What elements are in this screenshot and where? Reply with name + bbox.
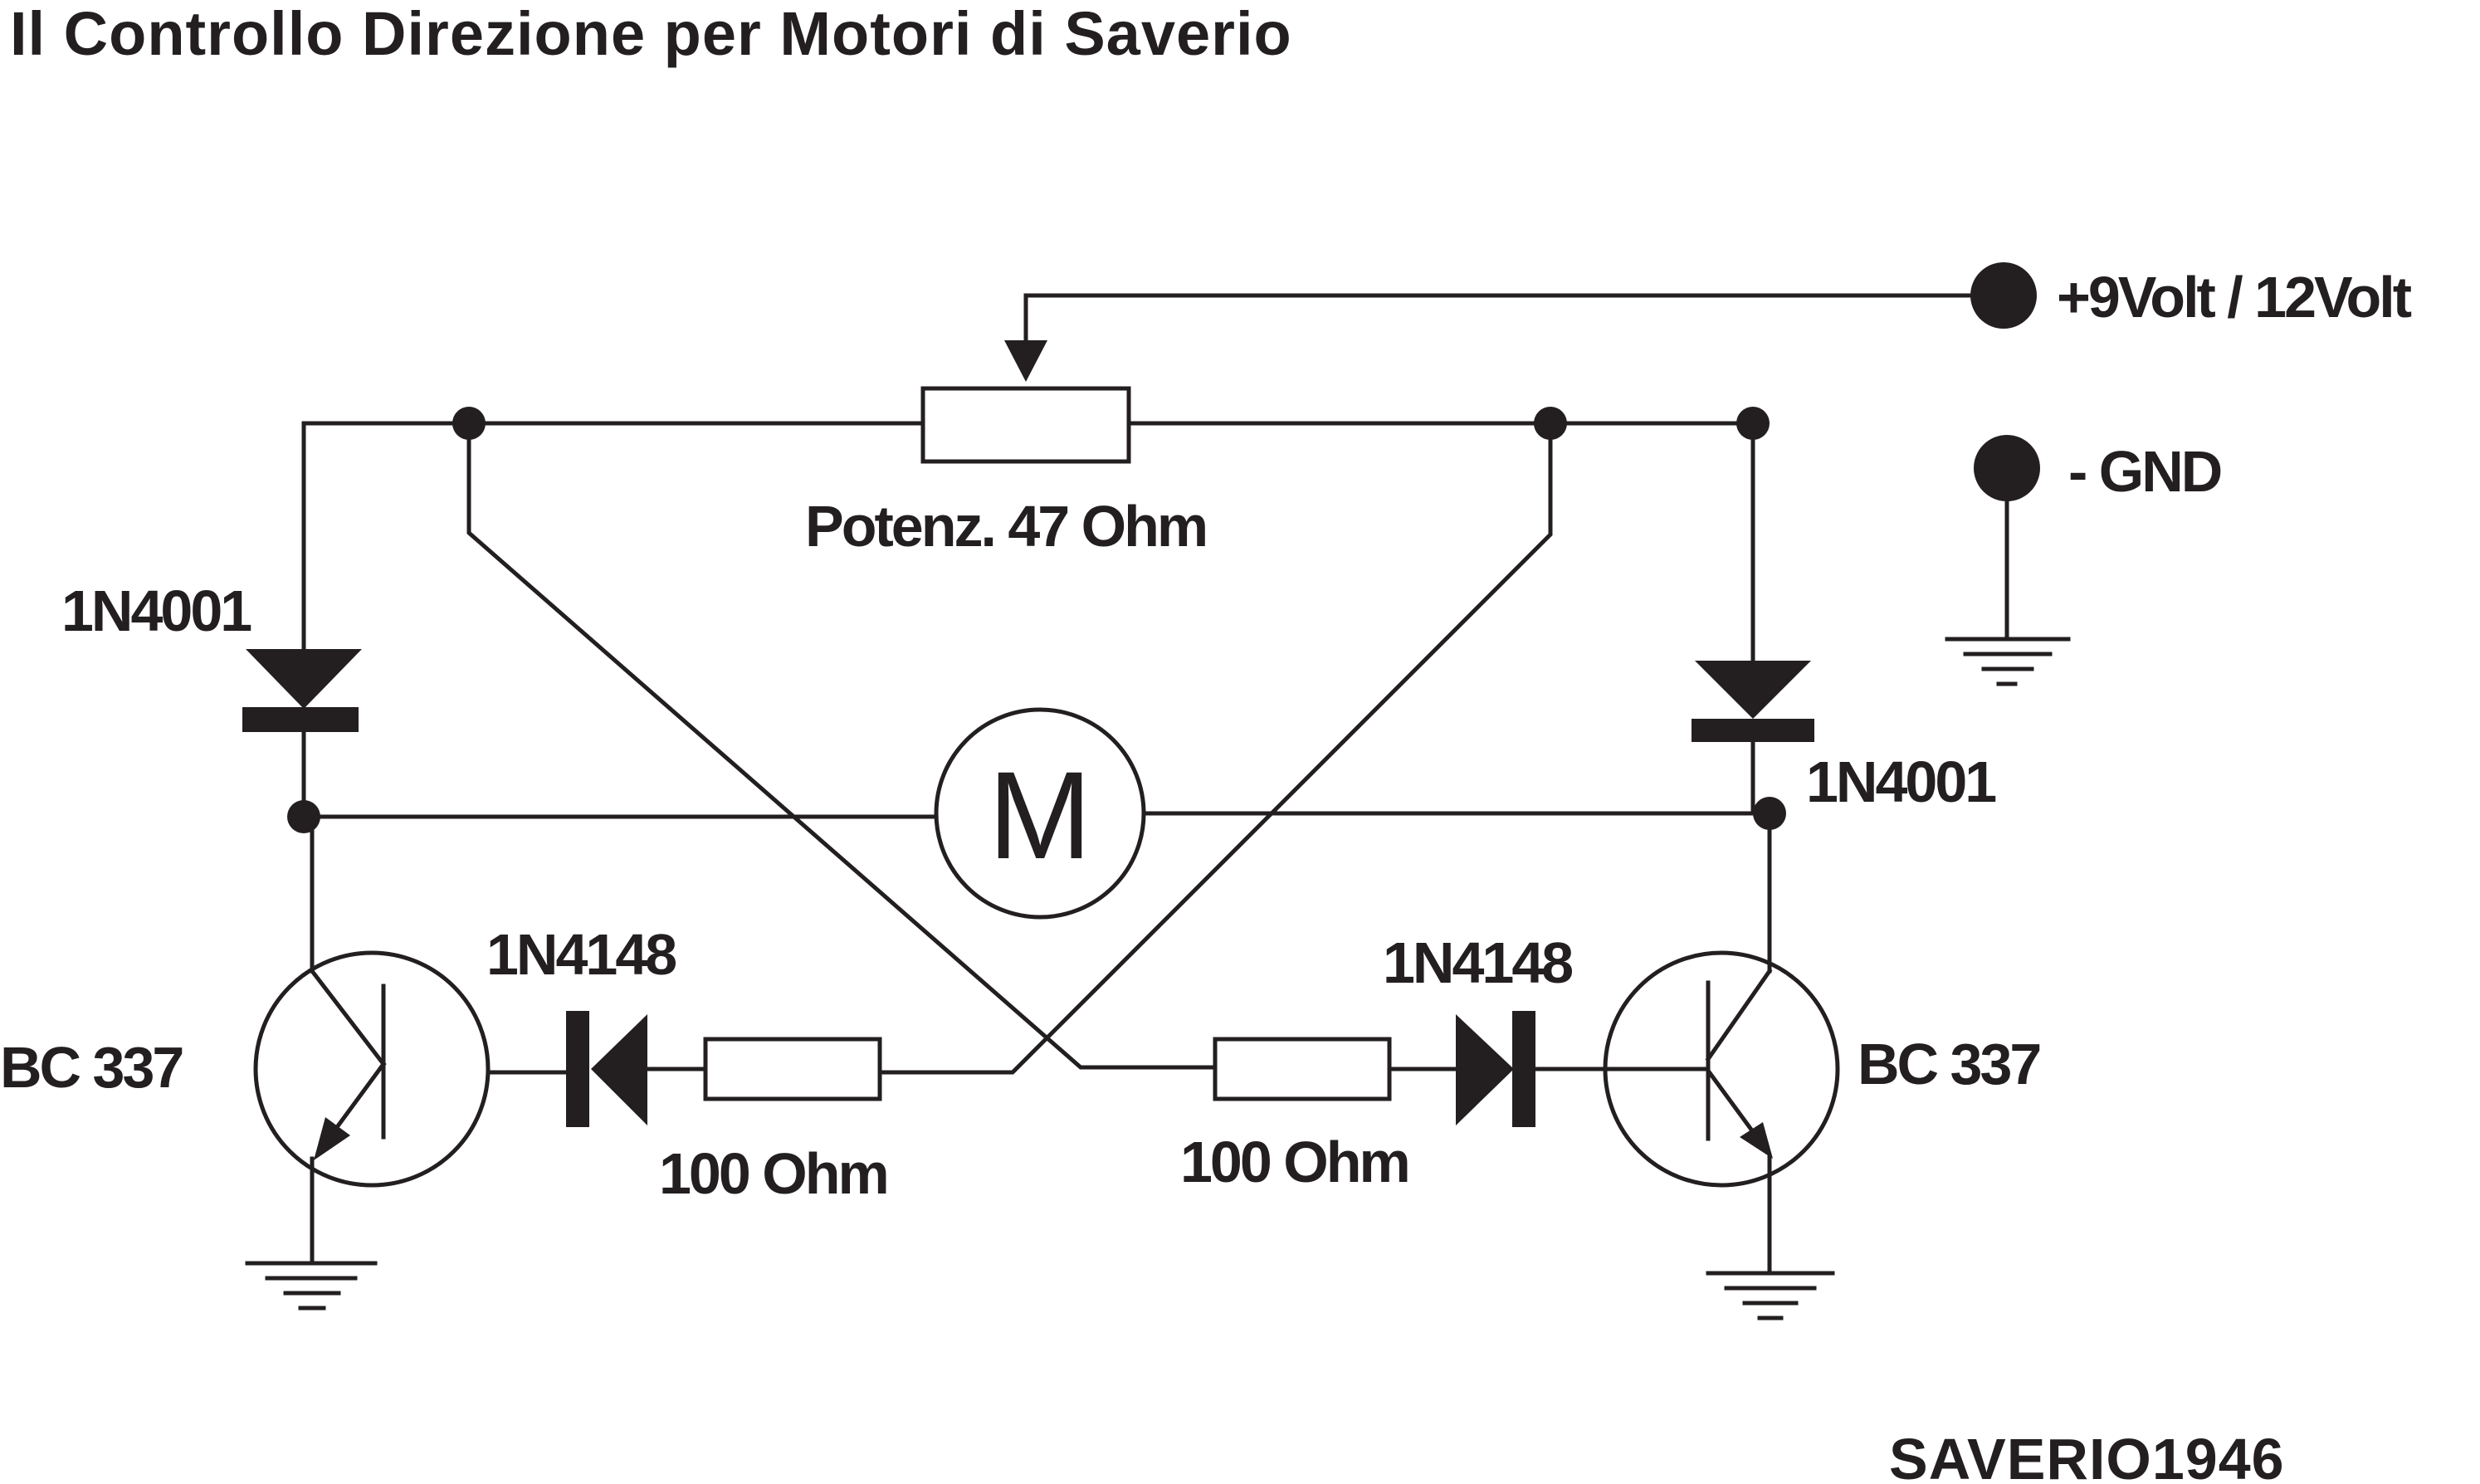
left-transistor-label: BC 337 [0,1035,182,1100]
right-power-diode [1692,661,1814,816]
ground-label: - GND [2068,439,2221,504]
left-signal-diode-label: 1N4148 [486,922,676,987]
right-transistor-label: BC 337 [1858,1032,2039,1096]
right-signal-diode-label: 1N4148 [1383,930,1572,995]
diagram-title: Il Controllo Direzione per Motori di Sav… [10,0,1292,68]
right-transistor [1603,811,1840,1276]
left-power-diode-label: 1N4001 [61,578,251,643]
potentiometer-label: Potenz. 47 Ohm [805,494,1206,559]
motor-branch [287,797,1786,833]
potentiometer [920,386,1131,464]
right-power-diode-label: 1N4001 [1806,749,1995,814]
left-ground-icon [245,1261,378,1311]
supply-terminal [1004,262,2037,382]
left-transistor [253,814,572,1266]
right-resistor [1213,1037,1392,1101]
left-power-diode [242,649,362,819]
right-ground-icon [1706,1271,1835,1320]
right-signal-diode [1387,1011,1611,1127]
supply-label: +9Volt / 12Volt [2057,265,2412,330]
left-resistor-label: 100 Ohm [659,1141,887,1206]
signature: SAVERIO1946 [1889,1427,2285,1484]
motor [934,707,1146,920]
cross-wires [466,421,1553,1075]
top-rail [301,407,1770,655]
ground-terminal [1945,435,2071,686]
motor-label: M [989,745,1092,885]
left-resistor [703,1037,882,1101]
right-resistor-label: 100 Ohm [1180,1130,1408,1194]
left-signal-diode [566,1011,706,1127]
